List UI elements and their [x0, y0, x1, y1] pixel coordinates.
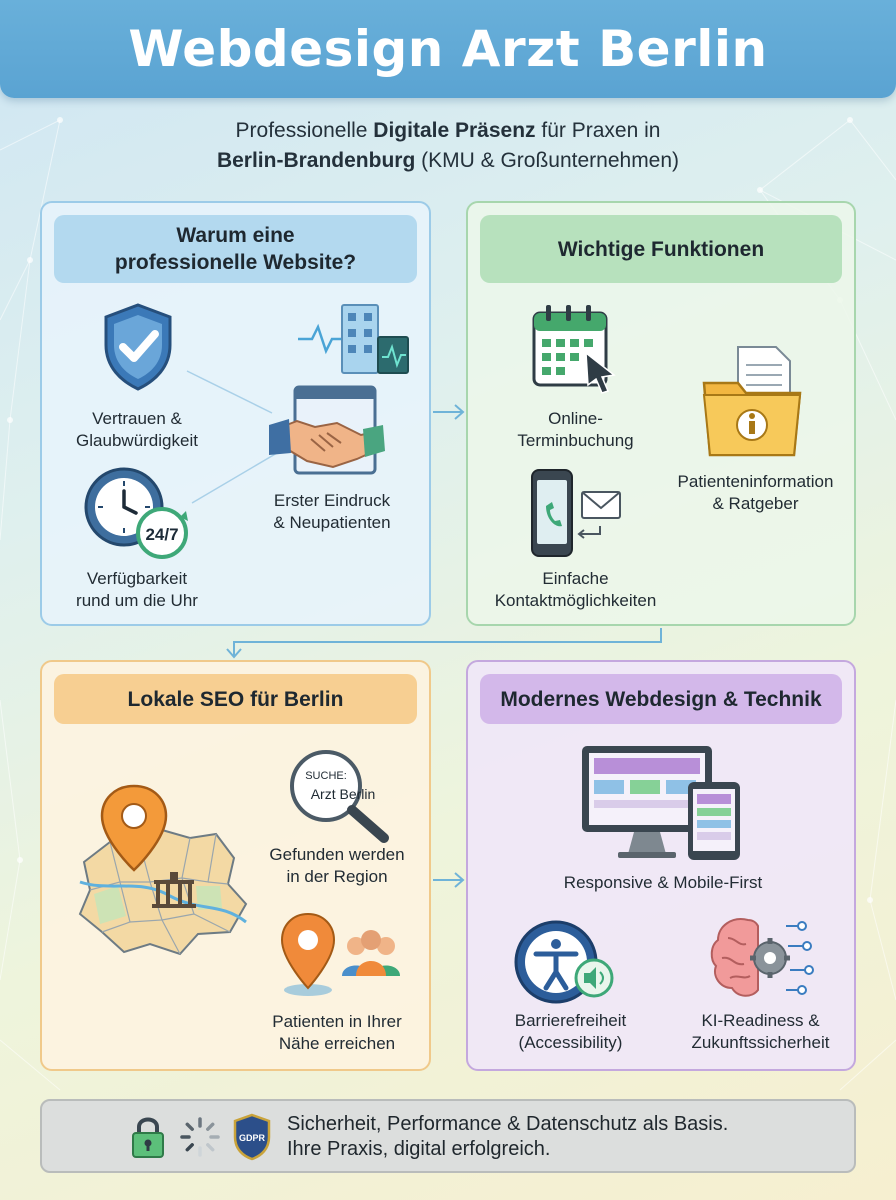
- label-ai-readiness-line2: Zukunftssicherheit: [691, 1033, 830, 1052]
- label-availability-line1: Verfügbarkeit: [86, 569, 188, 588]
- shield-check-icon: [104, 303, 172, 391]
- panel-why-title: Warum eine professionelle Website?: [54, 215, 417, 283]
- label-trust-line2: Glaubwürdigkeit: [76, 431, 198, 450]
- header-bar: Webdesign Arzt Berlin: [0, 0, 896, 98]
- footer-line2: Ihre Praxis, digital erfolgreich.: [287, 1138, 551, 1160]
- label-patients-nearby-line1: Patienten in Ihrer: [272, 1012, 402, 1031]
- search-label-text: SUCHE:: [305, 770, 347, 782]
- monitor-tablet-icon: [582, 746, 740, 860]
- subtitle-bold-2: Berlin-Brandenburg: [216, 149, 416, 172]
- label-found-region: Gefunden werden in der Region: [247, 844, 427, 888]
- hospital-building-icon: [298, 304, 409, 374]
- label-patient-info-line2: & Ratgeber: [712, 494, 799, 513]
- label-patient-info: Patienteninformation & Ratgeber: [653, 471, 858, 515]
- label-contact-line1: Einfache: [542, 569, 609, 588]
- footer-bar: GDPR Sicherheit, Performance & Datenschu…: [40, 1099, 856, 1173]
- clock-badge-text: 24/7: [145, 525, 178, 544]
- subtitle-text-2: für Praxen in: [535, 119, 661, 142]
- label-first-impression-line1: Erster Eindruck: [273, 491, 391, 510]
- label-found-region-line1: Gefunden werden: [269, 845, 405, 864]
- label-ai-readiness-line1: KI-Readiness &: [701, 1011, 820, 1030]
- subtitle-text-1: Professionelle: [235, 119, 374, 142]
- panel-modern-tech: Modernes Webdesign & Technik Responsive …: [466, 660, 856, 1071]
- location-people-icon: [280, 912, 400, 996]
- footer-line1: Sicherheit, Performance & Datenschutz al…: [287, 1113, 729, 1135]
- label-availability-line2: rund um die Uhr: [76, 591, 198, 610]
- panel-tech-title: Modernes Webdesign & Technik: [480, 674, 842, 724]
- label-first-impression-line2: & Neupatienten: [273, 513, 391, 532]
- panel-functions: Wichtige Funktionen Online- Terminbuchung…: [466, 201, 856, 626]
- label-patients-nearby-line2: Nähe erreichen: [278, 1034, 396, 1053]
- panel-functions-title: Wichtige Funktionen: [480, 215, 842, 283]
- label-found-region-line2: in der Region: [286, 867, 388, 886]
- panel-why-connectors: [186, 370, 278, 504]
- footer-text: Sicherheit, Performance & Datenschutz al…: [287, 1112, 728, 1162]
- gdpr-shield-icon: GDPR: [233, 1113, 271, 1161]
- subtitle: Professionelle Digitale Präsenz für Prax…: [0, 116, 896, 176]
- label-ai-readiness: KI-Readiness & Zukunftssicherheit: [668, 1010, 853, 1054]
- berlin-map-icon: [78, 784, 248, 956]
- label-availability: Verfügbarkeit rund um die Uhr: [52, 568, 222, 612]
- subtitle-bold-1: Digitale Präsenz: [373, 119, 536, 142]
- accessibility-icon: [514, 920, 614, 1004]
- loading-spinner-icon: [180, 1117, 220, 1157]
- phone-mail-icon: [531, 469, 621, 557]
- label-accessibility-line1: Barrierefreiheit: [514, 1011, 627, 1030]
- gdpr-label: GDPR: [239, 1133, 266, 1143]
- label-trust: Vertrauen & Glaubwürdigkeit: [52, 408, 222, 452]
- handshake-icon: [269, 385, 385, 475]
- subtitle-text-3: (KMU & Großunternehmen): [415, 149, 680, 172]
- label-accessibility: Barrierefreiheit (Accessibility): [478, 1010, 663, 1054]
- search-magnifier-icon: SUCHE: Arzt Berlin: [290, 750, 389, 843]
- folder-info-icon: [702, 346, 802, 457]
- padlock-icon: [132, 1117, 164, 1158]
- label-responsive: Responsive & Mobile-First: [563, 873, 763, 892]
- label-trust-line1: Vertrauen &: [92, 409, 182, 428]
- ai-brain-icon: [710, 918, 814, 997]
- panel-seo-title: Lokale SEO für Berlin: [54, 674, 417, 724]
- panel-local-seo: Lokale SEO für Berlin SUCHE: Arzt Berlin…: [40, 660, 431, 1071]
- panel-why-title-line1: Warum eine: [176, 224, 295, 247]
- panel-why-title-line2: professionelle Website?: [114, 251, 357, 274]
- page-title: Webdesign Arzt Berlin: [128, 20, 768, 78]
- label-booking-line1: Online-: [548, 409, 603, 428]
- label-booking: Online- Terminbuchung: [488, 408, 663, 452]
- label-patient-info-line1: Patienteninformation: [677, 472, 834, 491]
- clock-icon: 24/7: [84, 467, 188, 559]
- label-first-impression: Erster Eindruck & Neupatienten: [242, 490, 422, 534]
- label-contact-line2: Kontaktmöglichkeiten: [494, 591, 657, 610]
- calendar-icon: [532, 305, 616, 394]
- label-booking-line2: Terminbuchung: [517, 431, 634, 450]
- label-accessibility-line2: (Accessibility): [518, 1033, 623, 1052]
- panel-why-website: Warum eine professionelle Website? Vertra…: [40, 201, 431, 626]
- search-term-text: Arzt Berlin: [311, 786, 376, 802]
